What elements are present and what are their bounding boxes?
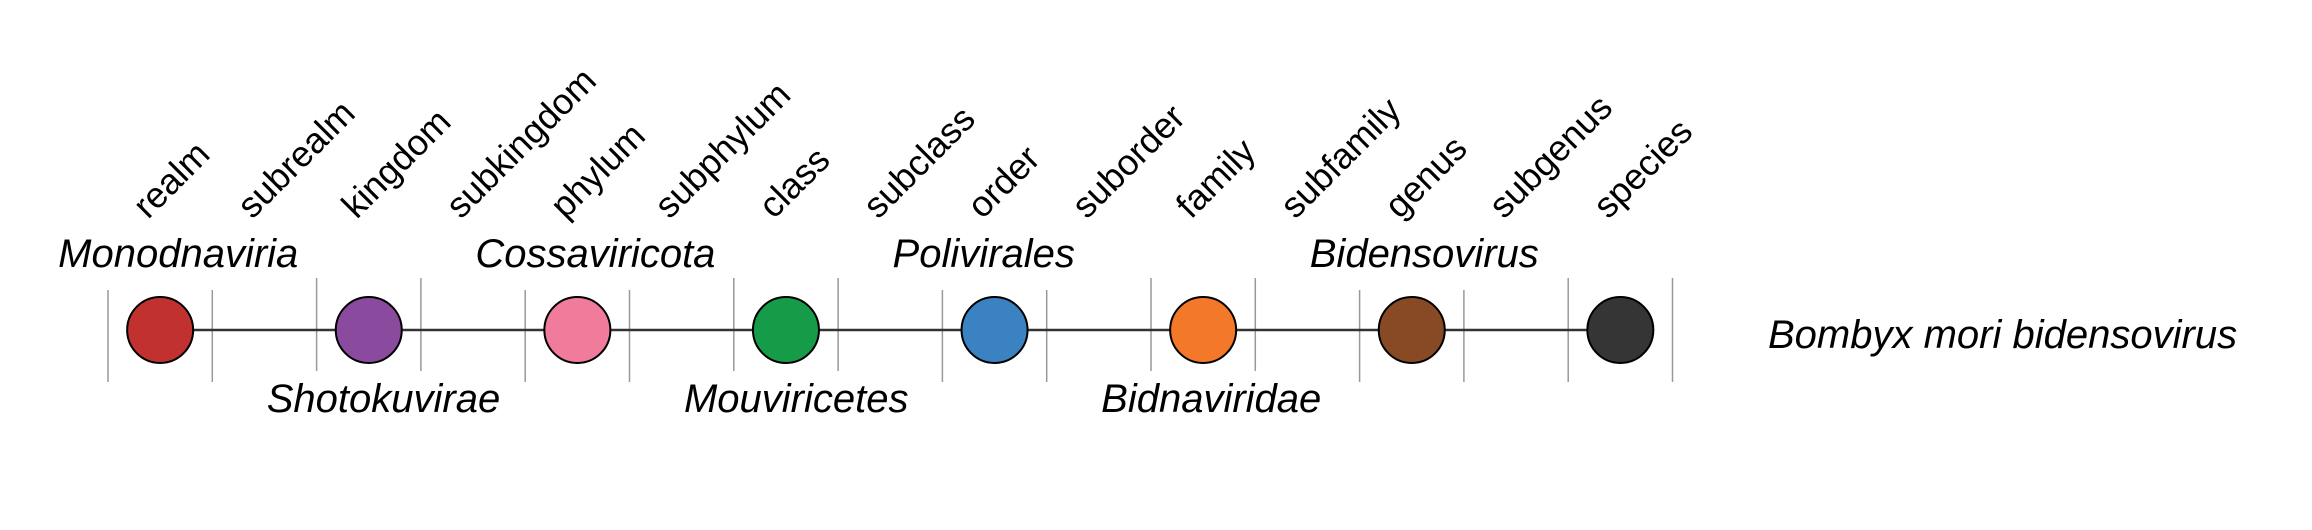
node-genus [1377,296,1446,364]
node-kingdom [334,296,403,364]
rank-label-order: order [959,137,1047,225]
rank-label-realm: realm [125,133,218,226]
rank-label-class: class [750,139,837,226]
node-class [751,296,820,364]
rank-label-subclass: subclass [855,98,983,226]
node-realm [126,296,195,364]
node-family [1169,296,1238,364]
node-species [1586,296,1655,364]
node-phylum [543,296,612,364]
rank-label-suborder: suborder [1063,96,1192,225]
rank-label-family: family [1168,130,1263,225]
species-name-label: Bombyx mori bidensovirus [1768,313,2237,357]
taxon-label-order: Polivirales [893,232,1075,276]
taxon-label-realm: Monodnaviria [58,232,298,276]
taxon-label-class: Mouviricetes [684,377,909,421]
node-order [960,296,1029,364]
taxon-label-family: Bidnaviridae [1101,377,1321,421]
taxon-label-phylum: Cossaviricota [475,232,715,276]
taxon-label-genus: Bidensovirus [1310,232,1539,276]
taxon-label-kingdom: Shotokuvirae [267,377,500,421]
rank-label-genus: genus [1376,127,1474,225]
